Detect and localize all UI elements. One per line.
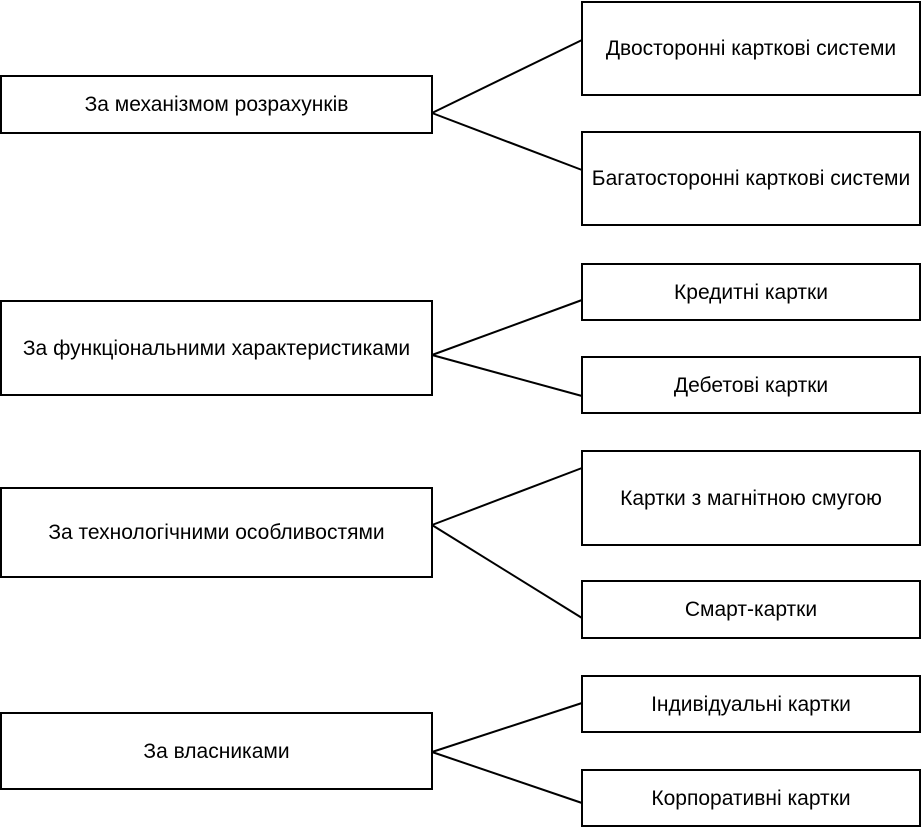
category-label: За функціональними характеристиками	[22, 336, 411, 360]
item-label: Багатосторонні карткові системи	[591, 167, 911, 190]
item-box: Смарт-картки	[581, 580, 921, 639]
item-box: Кредитні картки	[581, 263, 921, 321]
category-label: За технологічними особливостями	[48, 521, 385, 544]
category-box: За функціональними характеристиками	[0, 300, 433, 396]
category-box: За механізмом розрахунків	[0, 75, 433, 134]
item-label: Смарт-картки	[684, 598, 818, 621]
item-label: Картки з магнітною смугою	[620, 486, 882, 510]
item-box: Багатосторонні карткові системи	[581, 131, 921, 226]
connector-line	[431, 354, 583, 397]
item-box: Індивідуальні картки	[581, 675, 921, 733]
connector-line	[431, 524, 583, 619]
connector-line	[431, 751, 583, 804]
connector-line	[431, 467, 583, 526]
item-box: Корпоративні картки	[581, 769, 921, 827]
connector-line	[431, 299, 583, 356]
item-label: Двосторонні карткові системи	[605, 37, 897, 60]
item-label: Кредитні картки	[674, 280, 828, 304]
item-label: Індивідуальні картки	[651, 692, 851, 716]
item-label: Корпоративні картки	[651, 786, 851, 810]
connector-line	[431, 39, 583, 114]
item-label: Дебетові картки	[673, 373, 829, 397]
category-label: За механізмом розрахунків	[84, 93, 349, 116]
item-box: Двосторонні карткові системи	[581, 1, 921, 96]
category-label: За власниками	[143, 739, 290, 763]
connector-line	[431, 112, 583, 171]
category-box: За технологічними особливостями	[0, 487, 433, 578]
category-box: За власниками	[0, 712, 433, 790]
item-box: Картки з магнітною смугою	[581, 450, 921, 546]
item-box: Дебетові картки	[581, 356, 921, 414]
connector-line	[431, 702, 583, 753]
